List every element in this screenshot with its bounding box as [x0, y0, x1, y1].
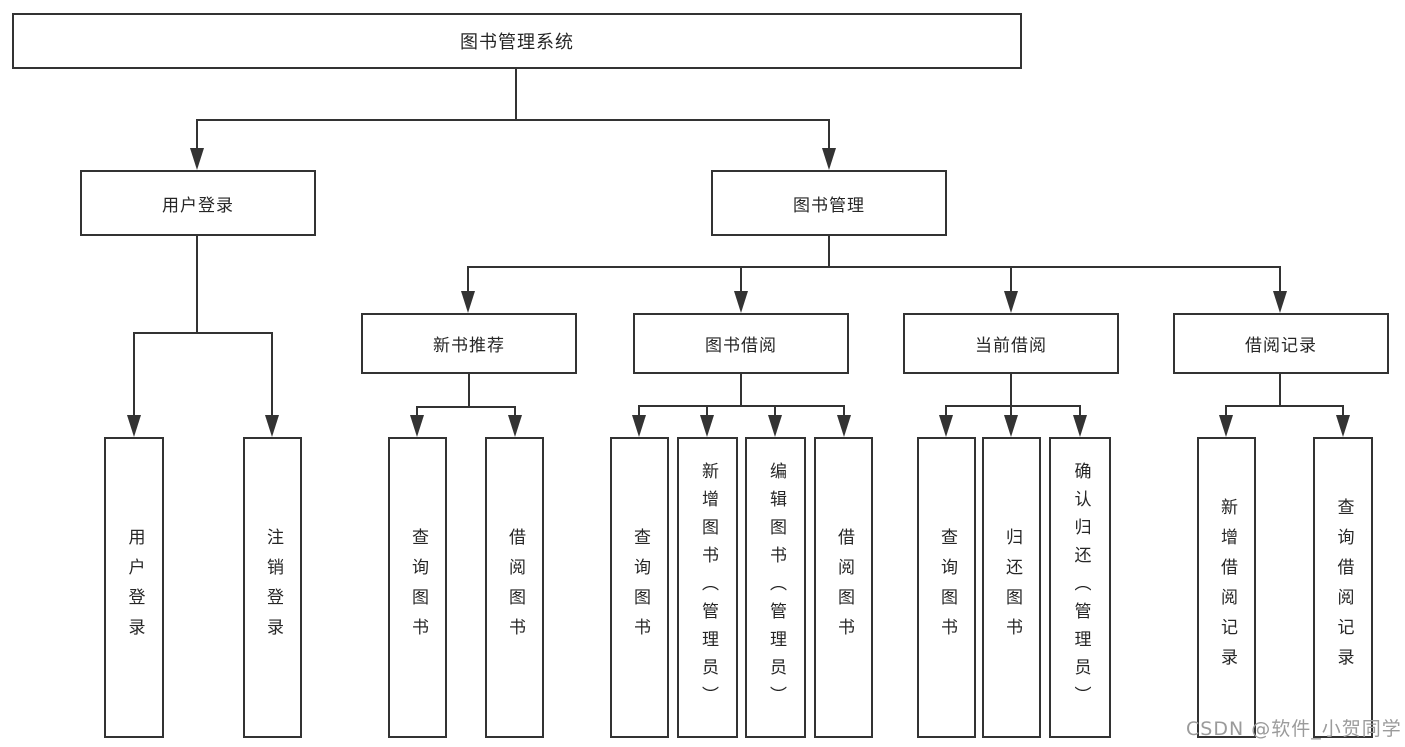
arrowhead-down-icon [1073, 415, 1087, 437]
node-label: 编辑图书（管理员） [766, 461, 786, 714]
edge-rail [133, 332, 273, 334]
node-library-management-system: 图书管理系统 [12, 13, 1022, 69]
edge-drop [271, 332, 273, 416]
node-new-book-recommendation: 新书推荐 [361, 313, 577, 374]
edge-drop [1225, 405, 1227, 417]
leaf-add-books-admin: 新增图书（管理员） [677, 437, 738, 738]
edge-stem [468, 374, 470, 408]
node-label: 用户登录 [162, 195, 234, 216]
leaf-query-books-recommend: 查询图书 [388, 437, 447, 738]
edge-drop [843, 405, 845, 417]
node-label: 图书管理系统 [460, 32, 574, 53]
edge-drop [1342, 405, 1344, 417]
node-book-management: 图书管理 [711, 170, 947, 236]
csdn-watermark: CSDN @软件_小贺同学 [1186, 718, 1402, 740]
arrowhead-down-icon [265, 415, 279, 437]
edge-drop [1079, 405, 1081, 417]
node-label: 查询图书 [937, 527, 957, 648]
edge-stem [1010, 374, 1012, 407]
arrowhead-down-icon [939, 415, 953, 437]
arrowhead-down-icon [127, 415, 141, 437]
edge-drop [706, 405, 708, 417]
node-label: 图书管理 [793, 195, 865, 216]
node-label: 用户登录 [124, 527, 145, 648]
leaf-query-borrow-record: 查询借阅记录 [1313, 437, 1373, 738]
leaf-query-books-current: 查询图书 [917, 437, 976, 738]
arrowhead-down-icon [837, 415, 851, 437]
leaf-borrow-books: 借阅图书 [814, 437, 873, 738]
node-label: 借阅图书 [834, 527, 854, 648]
node-current-borrowing: 当前借阅 [903, 313, 1119, 374]
node-label: 确认归还（管理员） [1070, 461, 1091, 714]
edge-rail [416, 406, 516, 408]
edge-drop [945, 405, 947, 417]
arrowhead-down-icon [1336, 415, 1350, 437]
leaf-logout: 注销登录 [243, 437, 302, 738]
node-label: 查询借阅记录 [1333, 497, 1354, 678]
edge-drop [774, 405, 776, 417]
edge-stem [196, 236, 198, 334]
leaf-user-login: 用户登录 [104, 437, 164, 738]
arrowhead-down-icon [768, 415, 782, 437]
arrowhead-down-icon [822, 148, 836, 170]
leaf-borrow-books-recommend: 借阅图书 [485, 437, 544, 738]
edge-drop [1279, 266, 1281, 292]
edge-drop [416, 406, 418, 418]
leaf-query-books-borrow: 查询图书 [610, 437, 669, 738]
node-label: 查询图书 [630, 527, 650, 648]
arrowhead-down-icon [410, 415, 424, 437]
node-label: 新增图书（管理员） [698, 461, 718, 714]
node-label: 图书借阅 [705, 336, 777, 356]
node-book-borrowing: 图书借阅 [633, 313, 849, 374]
node-label: 新增借阅记录 [1217, 497, 1237, 678]
node-label: 注销登录 [263, 527, 283, 648]
arrowhead-down-icon [734, 291, 748, 313]
edge-drop [740, 266, 742, 292]
arrowhead-down-icon [700, 415, 714, 437]
arrowhead-down-icon [190, 148, 204, 170]
edge-root-stem [515, 69, 517, 121]
edge-drop [196, 119, 198, 149]
edge-drop [638, 405, 640, 417]
edge-stem [1279, 374, 1281, 407]
node-label: 新书推荐 [433, 336, 505, 356]
edge-drop [1010, 266, 1012, 292]
edge-rail [1225, 405, 1344, 407]
edge-rail [638, 405, 845, 407]
leaf-return-books: 归还图书 [982, 437, 1041, 738]
arrowhead-down-icon [461, 291, 475, 313]
node-label: 借阅图书 [505, 527, 525, 648]
edge-stem [828, 236, 830, 268]
edge-stem [740, 374, 742, 407]
edge-drop [467, 266, 469, 292]
edge-root-rail [196, 119, 830, 121]
node-label: 借阅记录 [1245, 336, 1317, 356]
node-label: 当前借阅 [975, 336, 1047, 356]
node-label: 查询图书 [408, 527, 428, 648]
edge-drop [514, 406, 516, 418]
arrowhead-down-icon [632, 415, 646, 437]
arrowhead-down-icon [1004, 415, 1018, 437]
leaf-edit-books-admin: 编辑图书（管理员） [745, 437, 806, 738]
edge-drop [1010, 405, 1012, 417]
edge-drop [828, 119, 830, 149]
leaf-confirm-return-admin: 确认归还（管理员） [1049, 437, 1111, 738]
node-label: 归还图书 [1002, 527, 1022, 648]
arrowhead-down-icon [1273, 291, 1287, 313]
leaf-add-borrow-record: 新增借阅记录 [1197, 437, 1256, 738]
node-borrowing-records: 借阅记录 [1173, 313, 1389, 374]
edge-rail [467, 266, 1281, 268]
edge-rail [945, 405, 1081, 407]
arrowhead-down-icon [1219, 415, 1233, 437]
edge-drop [133, 332, 135, 416]
arrowhead-down-icon [1004, 291, 1018, 313]
node-user-login: 用户登录 [80, 170, 316, 236]
arrowhead-down-icon [508, 415, 522, 437]
